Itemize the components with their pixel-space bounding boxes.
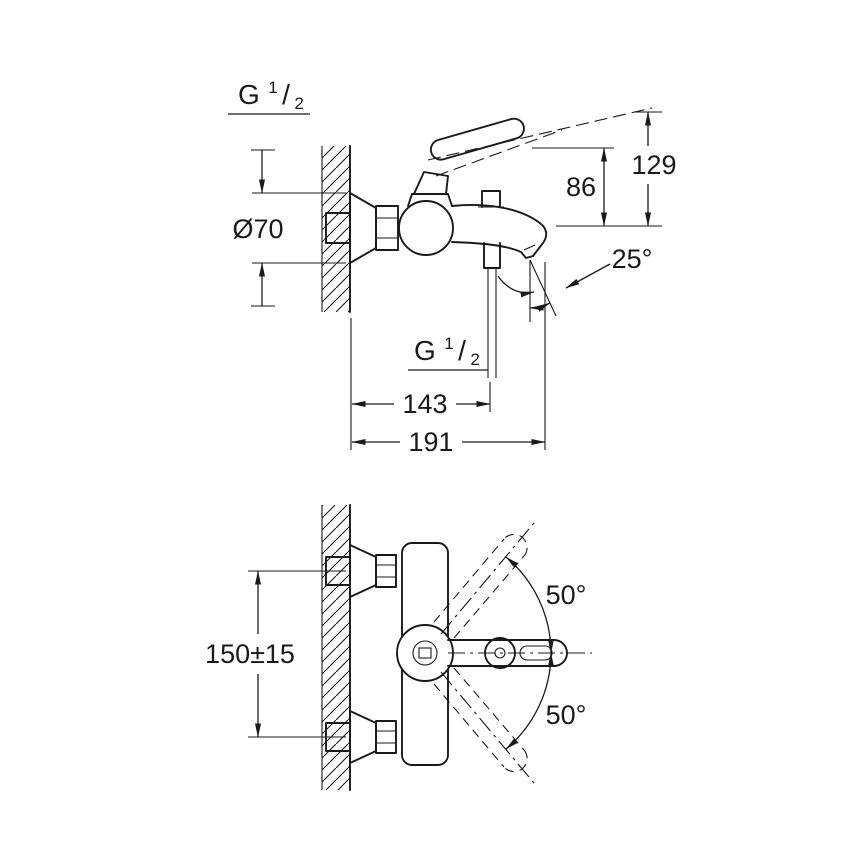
plan-view: 50° 50° 150±15 [205,504,592,791]
connection-spacing-text: 150±15 [205,639,295,669]
spout-reach-text: 191 [408,427,453,457]
shower-thread-label: G 1 / 2 [408,334,488,371]
lever-raised-position [427,107,653,177]
dimension-outlet-angle: 25° [529,244,653,322]
flow-direction-arrow [497,275,535,298]
spout-height-text: 86 [566,172,596,202]
lever-handle [429,117,525,161]
dimension-swivel-down: 50° [505,652,587,750]
outlet-angle-text: 25° [612,244,653,274]
swivel-up-text: 50° [546,580,587,610]
diverter-knob [478,190,504,208]
lever-height-text: 129 [631,150,676,180]
dimension-lever-height: 129 [556,111,677,227]
escutcheon-diameter-text: Ø70 [232,214,283,244]
wall-thread-label: G 1 / 2 [228,78,310,115]
wall-thread-text: G 1 / 2 [238,78,304,113]
dimension-shower-outlet-offset: 143 [350,318,491,450]
dimension-spout-height: 86 [532,147,614,227]
shower-outlet-offset-text: 143 [402,389,447,419]
shower-thread-text: G 1 / 2 [414,334,480,369]
faucet-plan-outline [325,522,592,784]
shower-outlet [483,242,501,378]
swivel-down-text: 50° [546,700,587,730]
spout-swivel-up-position [433,522,535,639]
spout-swivel-down-position [433,667,535,784]
faucet-side-outline [325,107,653,378]
top-view: G 1 / 2 Ø70 86 [228,78,677,457]
dimension-spout-reach: 191 [351,262,546,457]
dimension-connection-spacing: 150±15 [205,570,346,738]
dimension-swivel-up: 50° [505,556,587,654]
dimension-escutcheon-diameter: Ø70 [232,149,346,307]
spout-outline [451,204,548,259]
